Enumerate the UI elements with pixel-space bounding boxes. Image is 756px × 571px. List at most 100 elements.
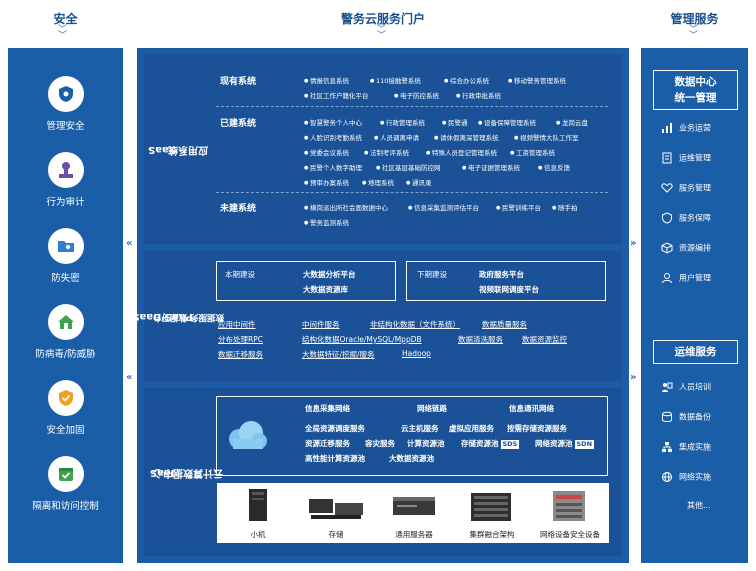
current-phase-item: 大数据分析平台 <box>303 270 356 279</box>
security-item[interactable]: 防病毒/防威胁 <box>8 304 123 360</box>
paas-service: 非结构化数据（文件系统） <box>370 320 460 329</box>
security-item-label: 防病毒/防威胁 <box>35 349 96 360</box>
security-item[interactable]: 防失密 <box>8 228 123 284</box>
system-tag: 人脸识别考勤系统 <box>304 132 362 142</box>
management-item[interactable]: 业务运营 <box>661 122 711 134</box>
chevron-left-icon: « <box>126 238 133 249</box>
system-tag: 行政管理系统 <box>380 117 425 127</box>
management-item[interactable]: 服务保障 <box>661 212 711 224</box>
paas-service: 数据迁移服务 <box>218 350 263 359</box>
server-icon <box>393 497 435 515</box>
sdn-badge: SDN <box>574 440 595 449</box>
system-tag: 移动警务管理系统 <box>508 75 566 85</box>
hardware-item: 小机 <box>223 487 293 539</box>
ops-item[interactable]: 集成实施 <box>661 441 711 453</box>
bar-chart-icon <box>662 123 672 133</box>
management-header: 管理服务 <box>670 12 719 26</box>
system-tag: 设备保障管理系统 <box>478 117 536 127</box>
iaas-service: 云主机服务 <box>401 424 439 433</box>
security-item[interactable]: 行为审计 <box>8 152 123 208</box>
next-phase-box: 下期建设 政府服务平台 视频联网调度平台 <box>406 261 606 301</box>
system-tag: 110接触警系统 <box>370 75 421 85</box>
network-label: 网络链路 <box>417 404 447 413</box>
paas-service: 数据质量服务 <box>482 320 527 329</box>
management-panel: 数据中心 统一管理 业务运营 运维管理 服务管理 服务保障 资源编排 用户管理 … <box>641 48 748 563</box>
backup-icon <box>662 411 672 422</box>
management-item[interactable]: 用户管理 <box>661 272 711 284</box>
paas-service: 大数据特征/挖掘/服务 <box>302 350 375 359</box>
security-header: 安全 <box>53 12 78 26</box>
system-tag: 党委会议系统 <box>304 147 349 157</box>
system-tag: 随手拍 <box>552 202 578 212</box>
folder-lock-icon <box>57 241 74 252</box>
security-item-label: 防失密 <box>51 273 80 284</box>
system-tag: 情报信息系统 <box>304 75 349 85</box>
security-item[interactable]: 安全加固 <box>8 380 123 436</box>
integration-icon <box>662 442 672 452</box>
management-item[interactable]: 运维管理 <box>661 152 711 164</box>
hardware-label: 小机 <box>250 530 266 539</box>
portal-header: 警务云服务门户 <box>340 12 425 26</box>
ops-item[interactable]: 人员培训 <box>661 381 711 393</box>
iaas-service: 计算资源池 <box>407 439 445 448</box>
hardware-item: 通用服务器 <box>379 487 449 539</box>
shield-icon <box>662 212 672 224</box>
minicomputer-icon <box>249 489 267 521</box>
system-tag: 地理系统 <box>362 177 394 187</box>
chevron-down-icon: ﹀﹀ <box>689 25 699 41</box>
network-icon <box>662 472 672 482</box>
sds-badge: SDS <box>500 440 520 449</box>
hardware-item: 网络设备安全设备 <box>535 487 605 539</box>
cluster-icon <box>471 493 511 521</box>
hardware-label: 集群融合架构 <box>469 530 515 539</box>
system-tag: 民警通 <box>442 117 468 127</box>
system-tag: 行政审批系统 <box>456 90 501 100</box>
document-icon <box>662 152 672 164</box>
next-phase-item: 政府服务平台 <box>479 270 524 279</box>
system-tag: 工资管理系统 <box>510 147 555 157</box>
management-item[interactable]: 服务管理 <box>661 182 711 194</box>
shield-icon <box>58 86 73 102</box>
network-label: 信息通讯网络 <box>509 404 554 413</box>
hardware-label: 存储 <box>328 530 344 539</box>
system-tag: 社区工作户籍化平台 <box>304 90 369 100</box>
paas-service: 数据资源监控 <box>522 335 567 344</box>
stamp-icon <box>58 162 73 178</box>
system-tag: 通讯录 <box>406 177 432 187</box>
storage-icon <box>309 499 363 519</box>
iaas-service: 虚拟应用服务 <box>449 424 494 433</box>
chevron-right-icon: » <box>630 238 637 249</box>
ops-item[interactable]: 数据备份 <box>661 411 711 423</box>
paas-service: 应用中间件 <box>218 320 256 329</box>
system-tag: 综合办公系统 <box>444 75 489 85</box>
iaas-service: 容灾服务 <box>365 439 395 448</box>
ops-item[interactable]: 网络实施 <box>661 471 711 483</box>
paas-service: 中间件服务 <box>302 320 340 329</box>
heart-icon <box>661 183 673 193</box>
management-item[interactable]: 资源编排 <box>661 242 711 254</box>
chevron-down-icon: ﹀﹀ <box>58 25 68 41</box>
network-device-icon <box>553 491 585 521</box>
paas-service: Hadoop <box>402 349 431 358</box>
training-icon <box>662 382 673 392</box>
iaas-service: 大数据资源池 <box>389 454 434 463</box>
security-item[interactable]: 隔离和访问控制 <box>8 456 123 512</box>
paas-service: 结构化数据Oracle/MySQL/MppDB <box>302 335 422 344</box>
chevron-right-icon: » <box>630 372 637 383</box>
hardware-row: 小机 存储 通用服务器 集群融合架构 网络设备安全设备 <box>217 483 609 543</box>
network-label: 信息采集网络 <box>305 404 350 413</box>
system-tag: 社区基层基础防控网 <box>376 162 441 172</box>
paas-service: 数据清洗服务 <box>458 335 503 344</box>
system-tag: 民警个人数字助理 <box>304 162 362 172</box>
hardware-label: 通用服务器 <box>395 530 433 539</box>
system-tag: 信息反馈 <box>538 162 570 172</box>
security-item[interactable]: 管理安全 <box>8 76 123 132</box>
system-tag: 预审办案系统 <box>304 177 349 187</box>
chevron-down-icon: ﹀﹀ <box>377 25 387 41</box>
iaas-service: 按需存储资源服务 <box>507 424 567 433</box>
security-item-label: 行为审计 <box>46 197 85 208</box>
